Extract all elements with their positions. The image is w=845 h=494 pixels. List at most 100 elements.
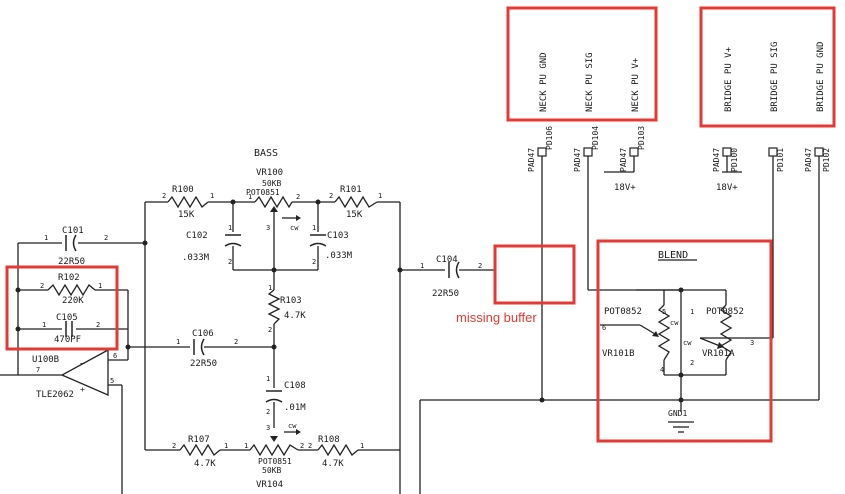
r107-value: 4.7K [194,459,216,469]
r100-value: 15K [178,210,195,220]
c101-pin: 2 [104,234,108,242]
vr104-part: POT0851 [258,457,292,466]
c106-ref: C106 [192,329,214,339]
r101-ref: R101 [340,185,362,195]
c104-symbol [448,261,460,279]
c104-value: 22R50 [432,289,459,299]
ground-icon [668,421,694,433]
c102-value: .033M [182,253,210,263]
vr104-value: 50KB [262,466,281,475]
r107-pin: 1 [224,442,228,450]
pd-label: PD102 [822,148,831,172]
blend-pin: 6 [602,324,606,332]
missing-buffer-label: missing buffer [456,310,537,325]
r107-pin: 2 [172,442,176,450]
vr104-symbol [249,443,299,457]
c103-value: .033M [325,251,353,261]
pd-label: PD101 [776,148,785,172]
c105-value: 470PF [54,335,81,345]
highlight-feedback [5,265,119,351]
supply-label: 18V+ [716,183,738,193]
vr104-cw-arrowhead-icon [296,429,301,435]
c103-ref: C103 [327,231,349,241]
vr101a-wiper [699,337,721,347]
opamp-pin: 7 [36,366,40,374]
blend-part: POT0852 [706,307,744,317]
vr104-cw: cw [288,422,297,430]
r108-pin: 2 [308,442,312,450]
pd-label: PD103 [637,126,646,150]
c108-symbol [265,390,283,403]
c105-symbol [65,321,73,337]
supply-label: 18V+ [614,183,636,193]
r103-symbol [267,289,281,325]
vr104-pin: 1 [244,442,248,450]
vr101b-arrow-icon [652,331,659,337]
blend-pin: 1 [690,308,694,316]
bass-pin: 2 [296,193,300,201]
annotations: missing buffer [5,6,836,443]
junctions [15,199,684,403]
r102-pin: 1 [98,282,102,290]
bridge-v-label: BRIDGE PU V+ [724,46,734,112]
c106-symbol [193,338,205,356]
c101-symbol [65,234,77,252]
opamp-pin: 5 [110,377,114,385]
blend-pin: 2 [690,359,694,367]
r101-symbol [334,195,378,209]
vr104-pin: 3 [266,424,270,432]
neck-v-label: NECK PU V+ [631,57,641,112]
pd-label: PD106 [545,126,554,150]
c105-ref: C105 [56,313,78,323]
wires [0,155,820,494]
vr101a-arrow-icon [717,342,724,349]
blend-pin: 4 [660,366,664,374]
r102-value: 220K [62,296,84,306]
bass-cw: cw [290,224,299,232]
r102-pin: 2 [40,282,44,290]
r108-value: 4.7K [322,459,344,469]
r108-ref: R108 [318,435,340,445]
vr100-cw-arrowhead-icon [296,215,301,221]
bass-pin: 3 [266,224,270,232]
pd-label: PD100 [730,148,739,172]
c102-ref: C102 [186,231,208,241]
neck-sig-label: NECK PU SIG [585,52,595,112]
blend-pin: 5 [662,308,666,316]
c105-pin: 2 [96,321,100,329]
opamp-pin: 6 [113,352,117,360]
r101-pin: 1 [378,192,382,200]
bass-value: 50KB [262,179,281,188]
bass-pin: 1 [248,193,252,201]
c102-symbol [224,234,242,247]
r102-ref: R102 [58,273,80,283]
c101-value: 22R50 [58,257,85,267]
vr101b-wiper [639,324,656,335]
bass-title: BASS [254,148,278,159]
r107-symbol [179,443,221,457]
c102-pin: 1 [228,224,232,232]
r103-ref: R103 [280,296,302,306]
opamp-plus: + [80,385,85,394]
pad-label: PAD47 [573,148,582,172]
blend-title: BLEND [658,250,688,261]
blend-cw: cw [683,339,692,347]
r103-value: 4.7K [284,311,306,321]
bass-ref: VR100 [256,168,283,178]
blend-ref-a: VR101A [702,349,735,359]
vr104-pin: 2 [300,442,304,450]
r100-pin: 1 [210,192,214,200]
bridge-sig-label: BRIDGE PU SIG [770,42,780,112]
highlight-missing-buffer [493,244,576,305]
c104-pin: 1 [420,262,424,270]
r103-pin: 2 [268,326,272,334]
r108-pin: 1 [360,442,364,450]
c103-pin: 1 [312,224,316,232]
pd-label: PD104 [591,126,600,150]
highlight-bridge-connector [699,6,836,128]
c102-pin: 2 [228,258,232,266]
r100-ref: R100 [172,185,194,195]
c101-ref: C101 [62,226,84,236]
gnd-label: GND1 [668,409,687,418]
